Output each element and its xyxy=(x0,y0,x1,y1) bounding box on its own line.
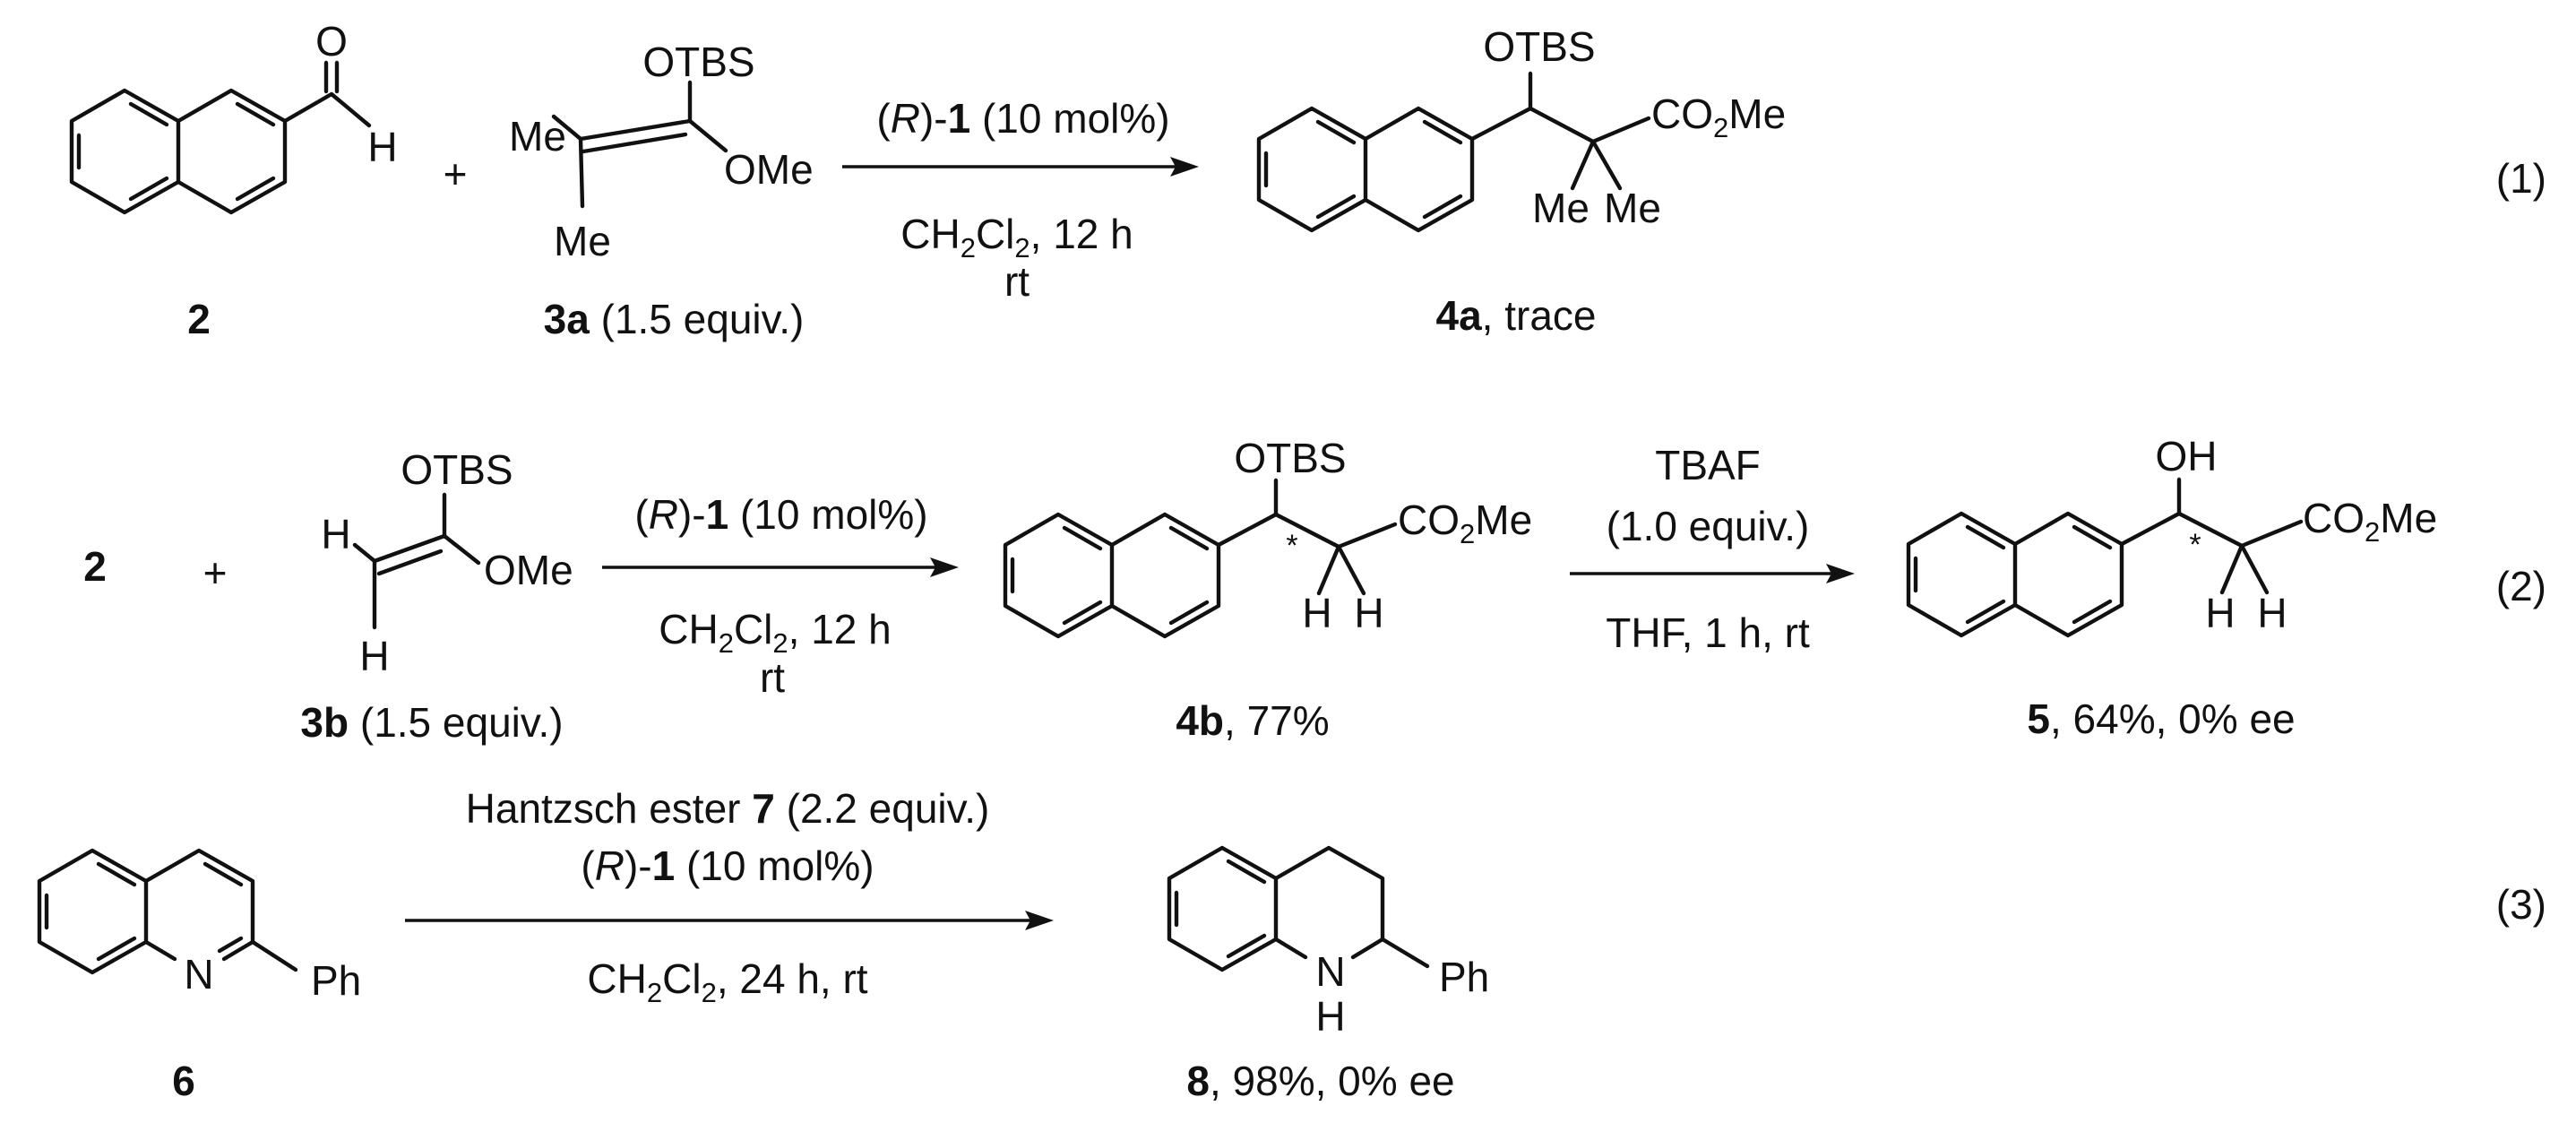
compound-3a-structure: OTBS OMe Me Me xyxy=(509,39,814,264)
product-5-oh-label: OH xyxy=(2156,433,2218,479)
plus-sign-1: + xyxy=(444,151,468,197)
reagent-3b-h-bottom-label: H xyxy=(359,633,389,679)
product-5-h-left-label: H xyxy=(2205,590,2235,636)
reaction-arrow-3 xyxy=(1570,564,1855,583)
compound-2-reference: 2 xyxy=(83,543,107,590)
reagent-3b-h-top-label: H xyxy=(321,511,350,557)
reaction-1: O H 2 + OTBS OMe Me Me 3a (1.5 equiv.) (… xyxy=(69,18,2546,342)
product-5-h-right-label: H xyxy=(2257,590,2287,636)
aldehyde-oxygen-label: O xyxy=(315,18,348,65)
step2-conditions: THF, 1 h, rt xyxy=(1606,609,1810,656)
product-8-nh-hydrogen-label: H xyxy=(1315,993,1345,1040)
reaction-arrow-4 xyxy=(405,911,1054,930)
compound-4b-structure: OTBS * CO2Me H H xyxy=(1003,435,1532,639)
conditions-3-catalyst: (R)-1 (10 mol%) xyxy=(581,842,874,889)
compound-5-structure: OH * CO2Me H H xyxy=(1906,433,2437,638)
reagent-3a-me-bottom-label: Me xyxy=(554,218,611,264)
compound-5-label: 5, 64%, 0% ee xyxy=(2027,695,2295,742)
conditions-3-reductant: Hantzsch ester 7 (2.2 equiv.) xyxy=(466,785,990,832)
conditions-1-solvent: CH2Cl2, 12 h xyxy=(900,211,1133,263)
product-5-ester-label: CO2Me xyxy=(2303,495,2437,548)
conditions-1-catalyst: (R)-1 (10 mol%) xyxy=(876,95,1169,142)
compound-4a-structure: OTBS CO2Me Me Me xyxy=(1256,23,1786,233)
intermediate-4b-stereocenter-mark: * xyxy=(1286,529,1297,563)
product-5-stereocenter-mark: * xyxy=(2189,528,2201,562)
product-4a-me-left-label: Me xyxy=(1532,185,1590,231)
aldehyde-hydrogen-label: H xyxy=(367,124,397,170)
conditions-2-solvent: CH2Cl2, 12 h xyxy=(659,606,892,659)
product-4a-ester-label: CO2Me xyxy=(1651,91,1786,143)
conditions-2-catalyst: (R)-1 (10 mol%) xyxy=(634,491,927,538)
conditions-1-temperature: rt xyxy=(1004,258,1030,305)
reagent-3a-ome-label: OMe xyxy=(724,146,814,193)
reaction-arrow-1 xyxy=(842,157,1199,177)
substrate-6-n-label: N xyxy=(184,951,213,998)
equation-number-1: (1) xyxy=(2496,155,2546,202)
reaction-arrow-2 xyxy=(602,557,959,577)
intermediate-4b-ester-label: CO2Me xyxy=(1398,497,1532,549)
product-4a-otbs-label: OTBS xyxy=(1483,23,1595,70)
equation-number-2: (2) xyxy=(2496,563,2546,609)
product-8-n-label: N xyxy=(1315,948,1345,995)
intermediate-4b-h-left-label: H xyxy=(1302,590,1331,636)
substrate-6-ph-label: Ph xyxy=(311,957,361,1004)
compound-3b-label: 3b (1.5 equiv.) xyxy=(300,699,563,746)
intermediate-4b-otbs-label: OTBS xyxy=(1234,435,1346,481)
conditions-3-solvent: CH2Cl2, 24 h, rt xyxy=(587,955,867,1008)
intermediate-4b-h-right-label: H xyxy=(1354,590,1383,636)
compound-8-label: 8, 98%, 0% ee xyxy=(1186,1058,1454,1104)
compound-6-structure: N Ph xyxy=(37,848,361,1004)
reagent-3b-ome-label: OMe xyxy=(484,547,573,593)
reaction-2: 2 + OTBS OMe H H 3b (1.5 equiv.) (R)-1 (… xyxy=(83,433,2546,746)
compound-8-structure: N H Ph xyxy=(1167,845,1489,1040)
reagent-3a-otbs-label: OTBS xyxy=(642,39,754,85)
compound-3a-label: 3a (1.5 equiv.) xyxy=(544,296,805,342)
compound-4a-label: 4a, trace xyxy=(1436,292,1597,339)
compound-2-structure: O H xyxy=(69,18,398,215)
step2-equivalents: (1.0 equiv.) xyxy=(1607,503,1810,549)
conditions-2-temperature: rt xyxy=(760,654,785,701)
step2-reagent: TBAF xyxy=(1655,442,1761,488)
product-8-ph-label: Ph xyxy=(1439,954,1489,1000)
reagent-3a-me-top-label: Me xyxy=(509,113,566,160)
product-4a-me-right-label: Me xyxy=(1604,185,1661,231)
compound-2-label: 2 xyxy=(187,296,211,342)
compound-6-label: 6 xyxy=(172,1058,195,1104)
equation-number-3: (3) xyxy=(2496,881,2546,928)
reagent-3b-otbs-label: OTBS xyxy=(401,446,513,493)
plus-sign-2: + xyxy=(203,549,228,596)
compound-3b-structure: OTBS OMe H H xyxy=(321,446,573,679)
reaction-3: N Ph 6 Hantzsch ester 7 (2.2 equiv.) (R)… xyxy=(37,785,2546,1104)
compound-4b-label: 4b, 77% xyxy=(1176,697,1329,744)
